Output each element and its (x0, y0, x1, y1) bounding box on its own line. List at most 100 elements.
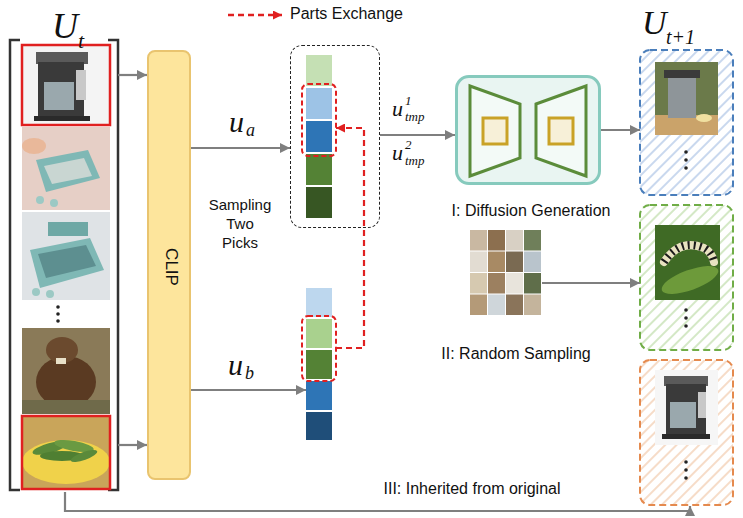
photo-coffee-maker-part (22, 45, 110, 125)
output-group-part (640, 360, 733, 505)
set-symbol: U (642, 6, 667, 40)
output-group-part (640, 50, 733, 195)
photo-coffee-maker-part (655, 370, 718, 445)
ellipsis-dots-part (684, 158, 688, 162)
unet-symbol-part (536, 86, 586, 176)
flow-arrow (380, 134, 455, 136)
flow-arrow (118, 444, 147, 446)
annotation: Sampling Two Picks (207, 196, 273, 252)
flow-arrow (542, 282, 640, 284)
feature-vector (302, 288, 336, 440)
grid-thumbnail (524, 252, 541, 273)
legend-text: Parts Exchange (290, 6, 403, 22)
vector-symbol: u (392, 142, 403, 164)
unet-symbol-part (470, 86, 520, 176)
grid-thumbnail (506, 295, 523, 316)
photo-toolbox-part (30, 238, 104, 288)
flow-arrow (191, 389, 306, 391)
grid-thumbnail (488, 273, 505, 294)
superscript: 1 (405, 94, 412, 107)
edge-label: III: Inherited from original (381, 481, 564, 497)
vector-subscript: a (246, 121, 255, 139)
feature-vector (302, 55, 336, 218)
flow-arrow (601, 129, 640, 131)
photo-toolbox-part (48, 222, 88, 236)
step-label: I: Diffusion Generation (452, 203, 611, 219)
vector-subscript: b (245, 364, 254, 382)
photo-toolbox-part (22, 127, 110, 210)
feature-vector-part (306, 154, 332, 185)
photo-toolbox-part (22, 212, 110, 300)
ellipsis-dots-part (684, 308, 688, 312)
photo-toolbox (22, 127, 110, 210)
ellipsis-dots-part (56, 312, 60, 316)
grid-thumbnail (506, 230, 523, 251)
feature-vector-part (306, 412, 332, 440)
encoder-box: CLIP (147, 50, 191, 480)
vector-symbol: u (392, 98, 403, 120)
image-column: Ut+1 (640, 50, 734, 506)
ellipsis-dots-part (684, 166, 688, 170)
photo-beaver (22, 328, 110, 414)
photo-beaver-part (56, 358, 66, 364)
photo-caterpillar (655, 225, 722, 300)
photo-toolbox-part (36, 196, 44, 204)
grid-thumbnail (470, 295, 487, 316)
legend-sample-part (228, 14, 282, 17)
unet-symbol-part (549, 118, 573, 144)
feature-vector-part (306, 381, 332, 410)
photo-toolbox-part (44, 158, 92, 184)
photo-coffee-maker-part (662, 434, 710, 439)
vector-strip: ub (306, 285, 332, 440)
photo-toolbox-part (36, 150, 100, 192)
image-grid-picture (470, 230, 541, 315)
grid-thumbnail (506, 252, 523, 273)
photo-okra-part (22, 416, 110, 489)
grid-thumbnail (488, 230, 505, 251)
superscript: 2 (405, 138, 412, 151)
feature-vector-part (306, 350, 332, 379)
ellipsis-dots-part (56, 305, 60, 309)
photo-toolbox-part (38, 245, 96, 278)
photo-coffee-maker-part (44, 82, 74, 110)
ellipsis-dots (684, 460, 688, 480)
photo-beaver-part (46, 337, 78, 363)
photo-caterpillar-part (664, 245, 714, 262)
grid-thumbnail (470, 273, 487, 294)
legend-sample (228, 15, 282, 16)
grid-thumbnail (470, 252, 487, 273)
photo-coffee-maker (22, 45, 110, 125)
photo-coffee-maker-part (76, 70, 86, 100)
photo-coffee-maker (655, 370, 718, 445)
photo-toolbox-part (32, 288, 40, 296)
feature-vector-part (306, 187, 332, 218)
flow-arrow (118, 74, 147, 76)
photo-coffee-maker-part (22, 45, 110, 125)
photo-coffee-maker-part (666, 384, 706, 436)
photo-coffee-maker-part (34, 116, 90, 121)
unet-symbol-part (456, 76, 600, 184)
photo-coffee-pot (655, 62, 718, 135)
grid-thumbnail (488, 252, 505, 273)
bracket (10, 40, 118, 490)
photo-toolbox (22, 212, 110, 300)
set-symbol: U (52, 8, 78, 44)
grid-thumbnail (524, 230, 541, 251)
grid-thumbnail (506, 273, 523, 294)
ellipsis-dots-part (56, 319, 60, 323)
grid-thumbnail (470, 230, 487, 251)
ellipsis-dots-part (684, 316, 688, 320)
ellipsis-dots-part (684, 460, 688, 464)
photo-beaver-part (22, 328, 110, 414)
feature-vector-part (306, 319, 332, 348)
output-group-part (640, 205, 733, 350)
set-subscript: t+1 (666, 27, 695, 47)
feature-vector-part (302, 84, 336, 156)
feature-vector-part (306, 88, 332, 119)
grid-thumbnail (524, 273, 541, 294)
ellipsis-dots (684, 150, 688, 170)
